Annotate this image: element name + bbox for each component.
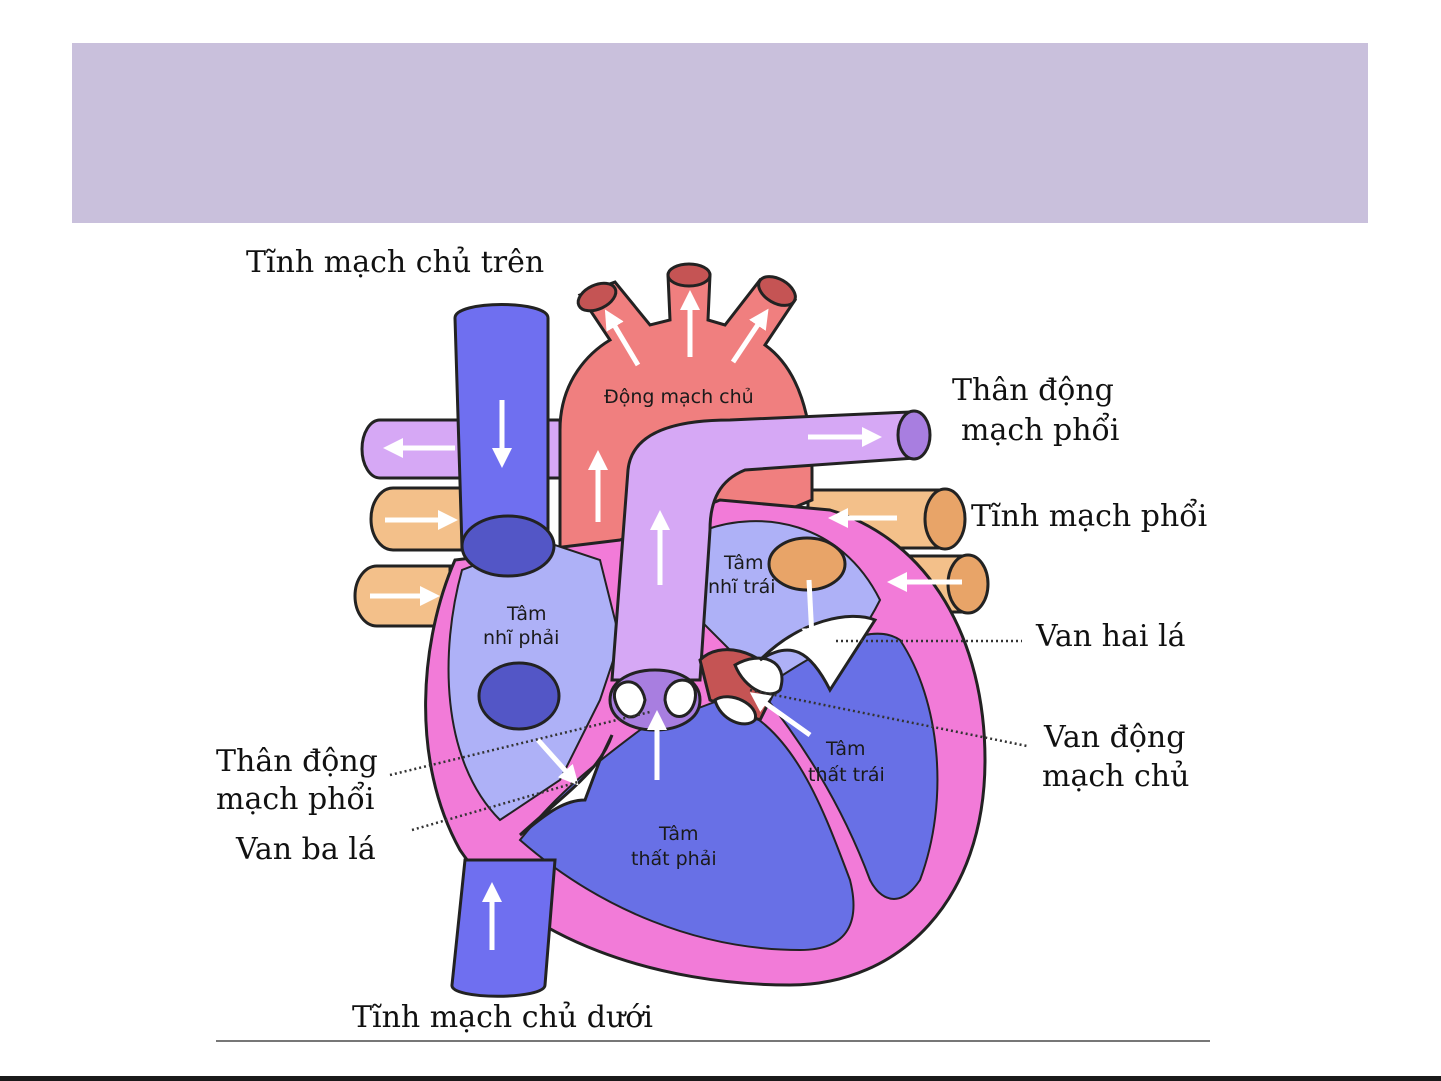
label-mitral-valve: Van hai lá (1035, 619, 1186, 654)
label-inferior-vena-cava: Tĩnh mạch chủ dưới (352, 1000, 653, 1035)
page-bottom-edge (0, 1076, 1441, 1081)
label-right-atrium-2: nhĩ phải (483, 627, 559, 649)
label-pulmonary-trunk-right-1: Thân động (952, 373, 1114, 408)
coronary-sinus (479, 663, 559, 729)
label-aorta: Động mạch chủ (604, 386, 754, 408)
label-left-atrium-1: Tâm (723, 552, 764, 574)
label-pulmonary-valve-2: mạch phổi (216, 781, 374, 817)
label-pulmonary-trunk-right-2: mạch phổi (961, 412, 1119, 448)
diagram-bottom-rule (216, 1040, 1210, 1042)
label-left-atrium-2: nhĩ trái (708, 576, 776, 598)
label-aortic-valve-2: mạch chủ (1042, 759, 1189, 794)
label-tricuspid-valve: Van ba lá (235, 832, 376, 867)
label-left-ventricle-1: Tâm (825, 738, 866, 760)
inferior-vena-cava (452, 860, 555, 996)
label-right-ventricle-1: Tâm (658, 823, 699, 845)
label-superior-vena-cava: Tĩnh mạch chủ trên (246, 245, 544, 280)
label-right-atrium-1: Tâm (506, 603, 547, 625)
label-pulmonary-valve-1: Thân động (216, 744, 378, 779)
label-aortic-valve-1: Van động (1043, 720, 1185, 755)
label-left-ventricle-2: thất trái (808, 764, 885, 786)
label-pulmonary-veins: Tĩnh mạch phổi (971, 498, 1207, 534)
label-right-ventricle-2: thất phải (631, 848, 717, 870)
